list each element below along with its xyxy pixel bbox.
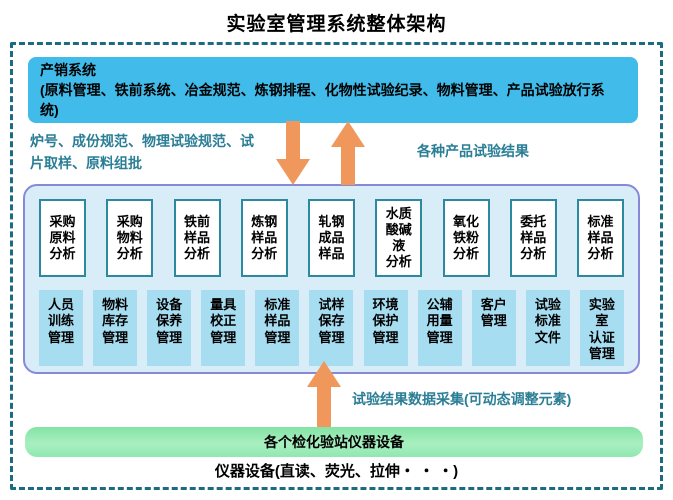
analysis-box: 标准 样品 分析 (577, 199, 624, 277)
top-box-heading: 产销系统 (40, 62, 96, 78)
lims-panel: 采购 原料 分析采购 物料 分析铁前 样品 分析炼钢 样品 分析轧钢 成品 样品… (23, 184, 640, 374)
arrow-down-icon (276, 121, 310, 185)
management-box: 标准 样品 管理 (255, 290, 300, 366)
management-box: 人员 训练 管理 (39, 290, 83, 366)
management-box: 环境 保护 管理 (363, 290, 408, 366)
arrow-up-icon (331, 121, 365, 185)
analysis-box: 采购 原料 分析 (39, 199, 86, 277)
page-title: 实验室管理系统整体架构 (226, 14, 447, 35)
management-box: 试样 保存 管理 (309, 290, 354, 366)
annotation-test-results: 各种产品试验结果 (417, 143, 529, 159)
annotation-specs: 炉号、成份规范、物理试验规范、试片取样、原料组批 (30, 133, 254, 171)
instrument-caption: 仪器设备(直读、荧光、拉伸・ ・ ・) (214, 463, 459, 480)
management-row: 人员 训练 管理物料 库存 管理设备 保养 管理量具 校正 管理标准 样品 管理… (39, 290, 624, 366)
management-box: 设备 保养 管理 (147, 290, 192, 366)
annotation-data-collection: 试验结果数据采集(可动态调整元素) (352, 391, 572, 407)
instrument-stations-box: 各个检化验站仪器设备 (25, 427, 643, 457)
top-box-detail: (原料管理、铁前系统、冶金规范、炼钢排程、化物性试验纪录、物料管理、产品试验放行… (40, 82, 605, 118)
management-box: 公辅 用量 管理 (417, 290, 462, 366)
analysis-box: 水质 酸碱 液 分析 (375, 199, 423, 277)
analysis-box: 委托 样品 分析 (509, 199, 557, 277)
analysis-box: 炼钢 样品 分析 (240, 199, 288, 277)
production-sales-system-box: 产销系统 (原料管理、铁前系统、冶金规范、炼钢排程、化物性试验纪录、物料管理、产… (28, 57, 638, 123)
arrow-up-icon (307, 361, 341, 427)
system-boundary-frame (10, 42, 663, 490)
analysis-box: 轧钢 成品 样品 (308, 199, 355, 277)
analysis-row: 采购 原料 分析采购 物料 分析铁前 样品 分析炼钢 样品 分析轧钢 成品 样品… (39, 199, 624, 277)
analysis-box: 铁前 样品 分析 (173, 199, 221, 277)
analysis-box: 氧化 铁粉 分析 (442, 199, 490, 277)
management-box: 试验 标准 文件 (525, 290, 570, 366)
management-box: 实验 室 认证 管理 (579, 290, 624, 366)
management-box: 量具 校正 管理 (201, 290, 246, 366)
management-box: 客户 管理 (471, 290, 516, 366)
analysis-box: 采购 物料 分析 (106, 199, 154, 277)
management-box: 物料 库存 管理 (93, 290, 138, 366)
